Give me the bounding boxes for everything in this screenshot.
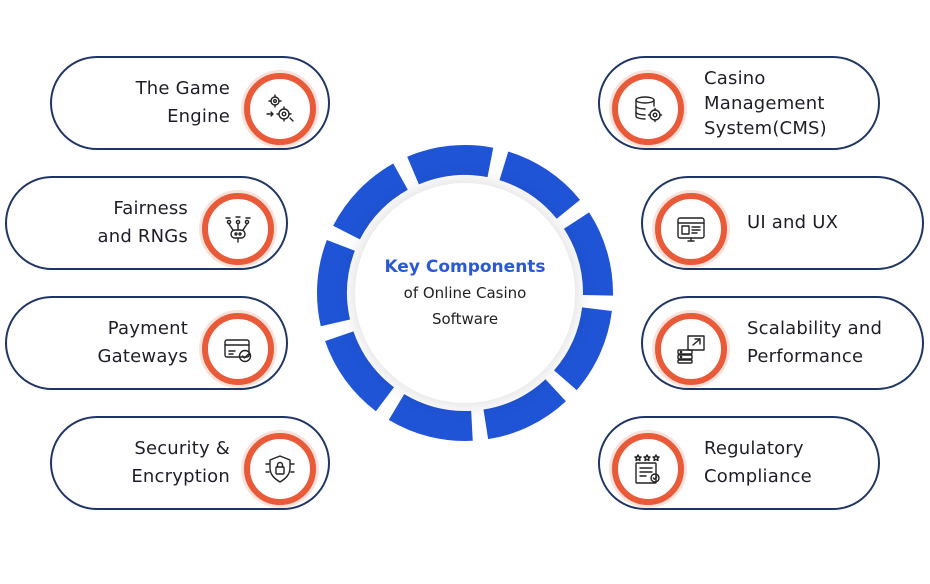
payment-card-icon xyxy=(202,313,274,385)
ring-segment xyxy=(407,145,494,185)
rng-chip-icon xyxy=(202,193,274,265)
server-scale-icon xyxy=(655,313,727,385)
center-hub: Key Components of Online Casino Software xyxy=(355,183,575,403)
ring-segment xyxy=(483,379,566,440)
component-game-engine: The Game Engine xyxy=(50,56,330,150)
component-security-encryption: Security & Encryption xyxy=(50,416,330,510)
ring-segment xyxy=(333,163,408,240)
component-casino-management-system: Casino Management System(CMS) xyxy=(598,56,880,150)
center-subtitle-line1: of Online Casino xyxy=(403,284,527,302)
game-engine-icon xyxy=(244,73,316,145)
ring-segment xyxy=(563,212,613,296)
component-label-line: Scalability and xyxy=(747,318,883,339)
component-label-line: UI and UX xyxy=(747,212,839,233)
component-label-line: Fairness xyxy=(113,198,188,219)
ring-segment xyxy=(554,307,612,391)
component-fairness-rngs: Fairness and RNGs xyxy=(5,176,288,270)
component-scalability-performance: Scalability and Performance xyxy=(641,296,924,390)
ring-segment xyxy=(317,239,355,327)
component-label-line: System(CMS) xyxy=(704,117,827,139)
component-label-line: Compliance xyxy=(704,466,812,487)
database-gear-icon xyxy=(612,73,684,145)
ui-window-icon xyxy=(655,193,727,265)
component-label-line: The Game xyxy=(135,78,230,99)
ring-segment xyxy=(499,151,581,219)
component-label-line: Encryption xyxy=(131,466,230,487)
component-label-line: Engine xyxy=(167,106,230,127)
component-label-line: Regulatory xyxy=(704,438,804,459)
security-shield-icon xyxy=(244,433,316,505)
ring-segment xyxy=(325,331,394,412)
component-label-line: Gateways xyxy=(97,346,188,367)
component-label-line: Performance xyxy=(747,346,864,367)
component-label-line: Security & xyxy=(134,438,230,459)
component-payment-gateways: Payment Gateways xyxy=(5,296,288,390)
component-ui-ux: UI and UX xyxy=(641,176,924,270)
center-title: Key Components xyxy=(384,257,546,277)
component-regulatory-compliance: Regulatory Compliance xyxy=(598,416,880,510)
component-label-line: Management xyxy=(704,92,825,114)
ring-segment xyxy=(388,394,473,442)
center-subtitle-line2: Software xyxy=(431,310,499,328)
component-label-line: Payment xyxy=(107,318,188,339)
compliance-checklist-icon xyxy=(612,433,684,505)
component-label-line: Casino xyxy=(704,67,766,89)
component-label-line: and RNGs xyxy=(97,226,188,247)
segmented-ring xyxy=(317,145,613,442)
